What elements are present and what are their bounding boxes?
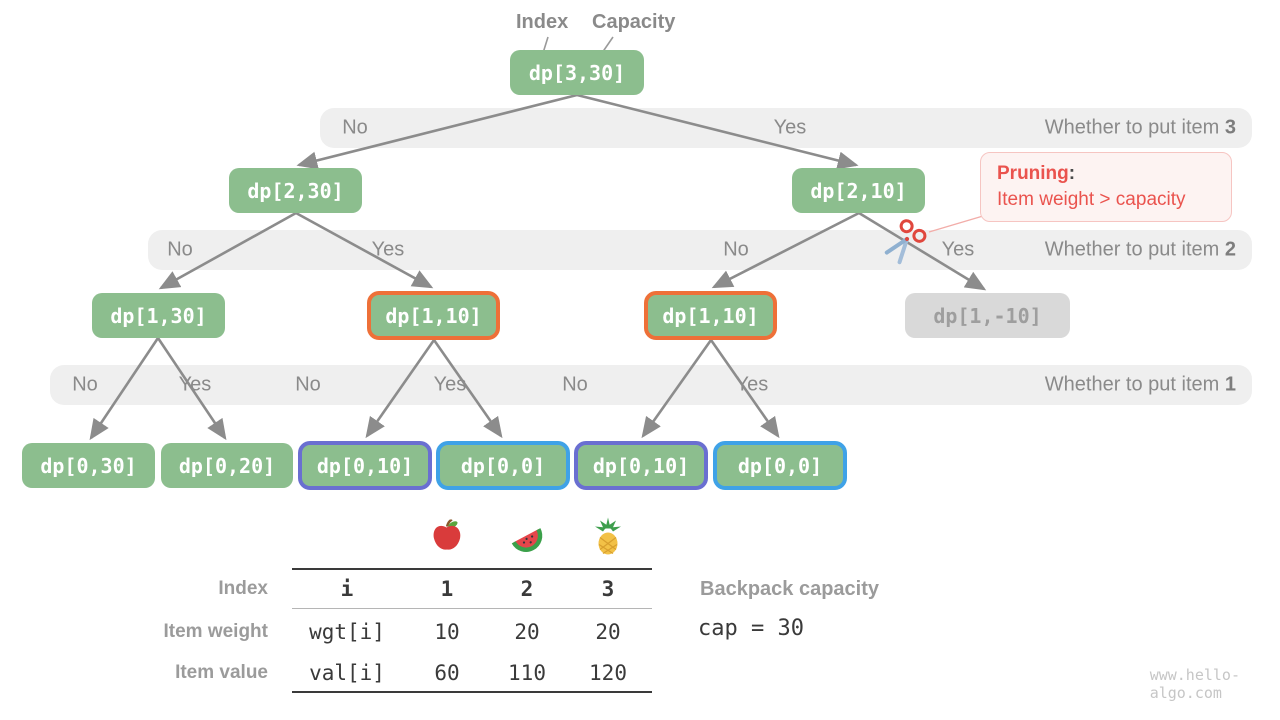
table-cell: 10 [434,620,460,644]
choice-label: Yes [941,238,975,261]
pineapple-icon [591,517,625,560]
choice-label: No [562,373,588,396]
decision-band-item3: No Yes Whether to put item 3 [320,108,1252,148]
table-cell: 20 [595,620,621,644]
dp-node-2-30: dp[2,30] [229,168,362,213]
table-rule-middle [292,608,652,609]
watermelon-icon [509,521,545,560]
table-rule-top [292,568,652,570]
dp-node-0-30: dp[0,30] [22,443,155,488]
choice-label: No [295,373,321,396]
band-question: Whether to put item 2 [1044,238,1236,261]
band-question: Whether to put item 3 [1044,116,1236,139]
dp-node-2-10: dp[2,10] [792,168,925,213]
table-cell: 60 [434,661,460,685]
backpack-capacity-value: cap = 30 [698,616,804,641]
apple-icon [430,518,464,559]
dp-node-1-10-b: dp[1,10] [644,291,777,340]
row-label-value: Item value [175,662,268,683]
choice-label: Yes [371,238,405,261]
choice-label: No [167,238,193,261]
backpack-capacity-label: Backpack capacity [700,578,880,600]
dp-node-0-0-b: dp[0,0] [713,441,847,490]
row-label-index: Index [218,578,268,599]
table-cell: 120 [589,661,627,685]
row-label-weight: Item weight [163,621,268,642]
band-question: Whether to put item 1 [1044,373,1236,396]
dp-node-1-10-a: dp[1,10] [367,291,500,340]
dp-node-1-neg10: dp[1,-10] [905,293,1070,338]
table-rule-bottom [292,691,652,693]
table-cell: i [340,577,354,601]
dp-node-3-30: dp[3,30] [510,50,644,95]
choice-label: No [342,116,368,139]
dp-node-0-10-a: dp[0,10] [298,441,432,490]
decision-band-item1: No Yes No Yes No Yes Whether to put item… [50,365,1252,405]
choice-label: Yes [433,373,467,396]
table-cell: 20 [514,620,540,644]
choice-label: No [723,238,749,261]
index-header-label: Index [516,11,569,33]
table-cell: 3 [601,577,615,601]
table-cell: 110 [508,661,546,685]
choice-label: Yes [178,373,212,396]
capacity-header-label: Capacity [592,11,676,33]
dp-node-0-10-b: dp[0,10] [574,441,708,490]
watermark: www.hello-algo.com [1149,666,1240,702]
dp-node-1-30: dp[1,30] [92,293,225,338]
decision-band-item2: No Yes No Yes Whether to put item 2 [148,230,1252,270]
choice-label: Yes [735,373,769,396]
choice-label: Yes [773,116,807,139]
table-cell: wgt[i] [309,620,385,644]
choice-label: No [72,373,98,396]
dp-node-0-0-a: dp[0,0] [436,441,570,490]
dp-node-0-20: dp[0,20] [161,443,293,488]
table-cell: val[i] [309,661,385,685]
pruning-callout: Pruning: Item weight > capacity [980,152,1232,222]
table-cell: 2 [520,577,534,601]
table-cell: 1 [440,577,454,601]
